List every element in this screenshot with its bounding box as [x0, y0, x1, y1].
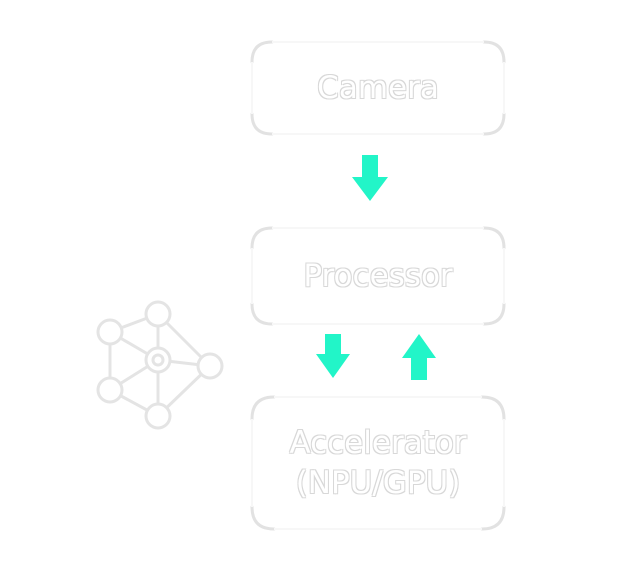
- processor-label: Processor: [303, 258, 453, 294]
- accelerator-box: Accelerator (NPU/GPU): [250, 395, 506, 531]
- camera-box: Camera: [250, 40, 506, 136]
- accelerator-box-frame: [250, 395, 506, 531]
- accelerator-label-line1: Accelerator: [289, 425, 467, 461]
- arrow-up-accelerator-to-processor: [402, 334, 436, 380]
- neural-network-icon: [96, 300, 224, 430]
- processor-box-frame: [250, 226, 506, 326]
- processor-box: Processor: [250, 226, 506, 326]
- accelerator-label-line2: (NPU/GPU): [295, 465, 461, 501]
- arrow-down-camera-to-processor: [352, 155, 388, 201]
- camera-box-frame: [250, 40, 506, 136]
- arrow-down-processor-to-accelerator: [316, 334, 350, 378]
- camera-label: Camera: [317, 70, 439, 106]
- accelerator-label: Accelerator (NPU/GPU): [289, 423, 466, 503]
